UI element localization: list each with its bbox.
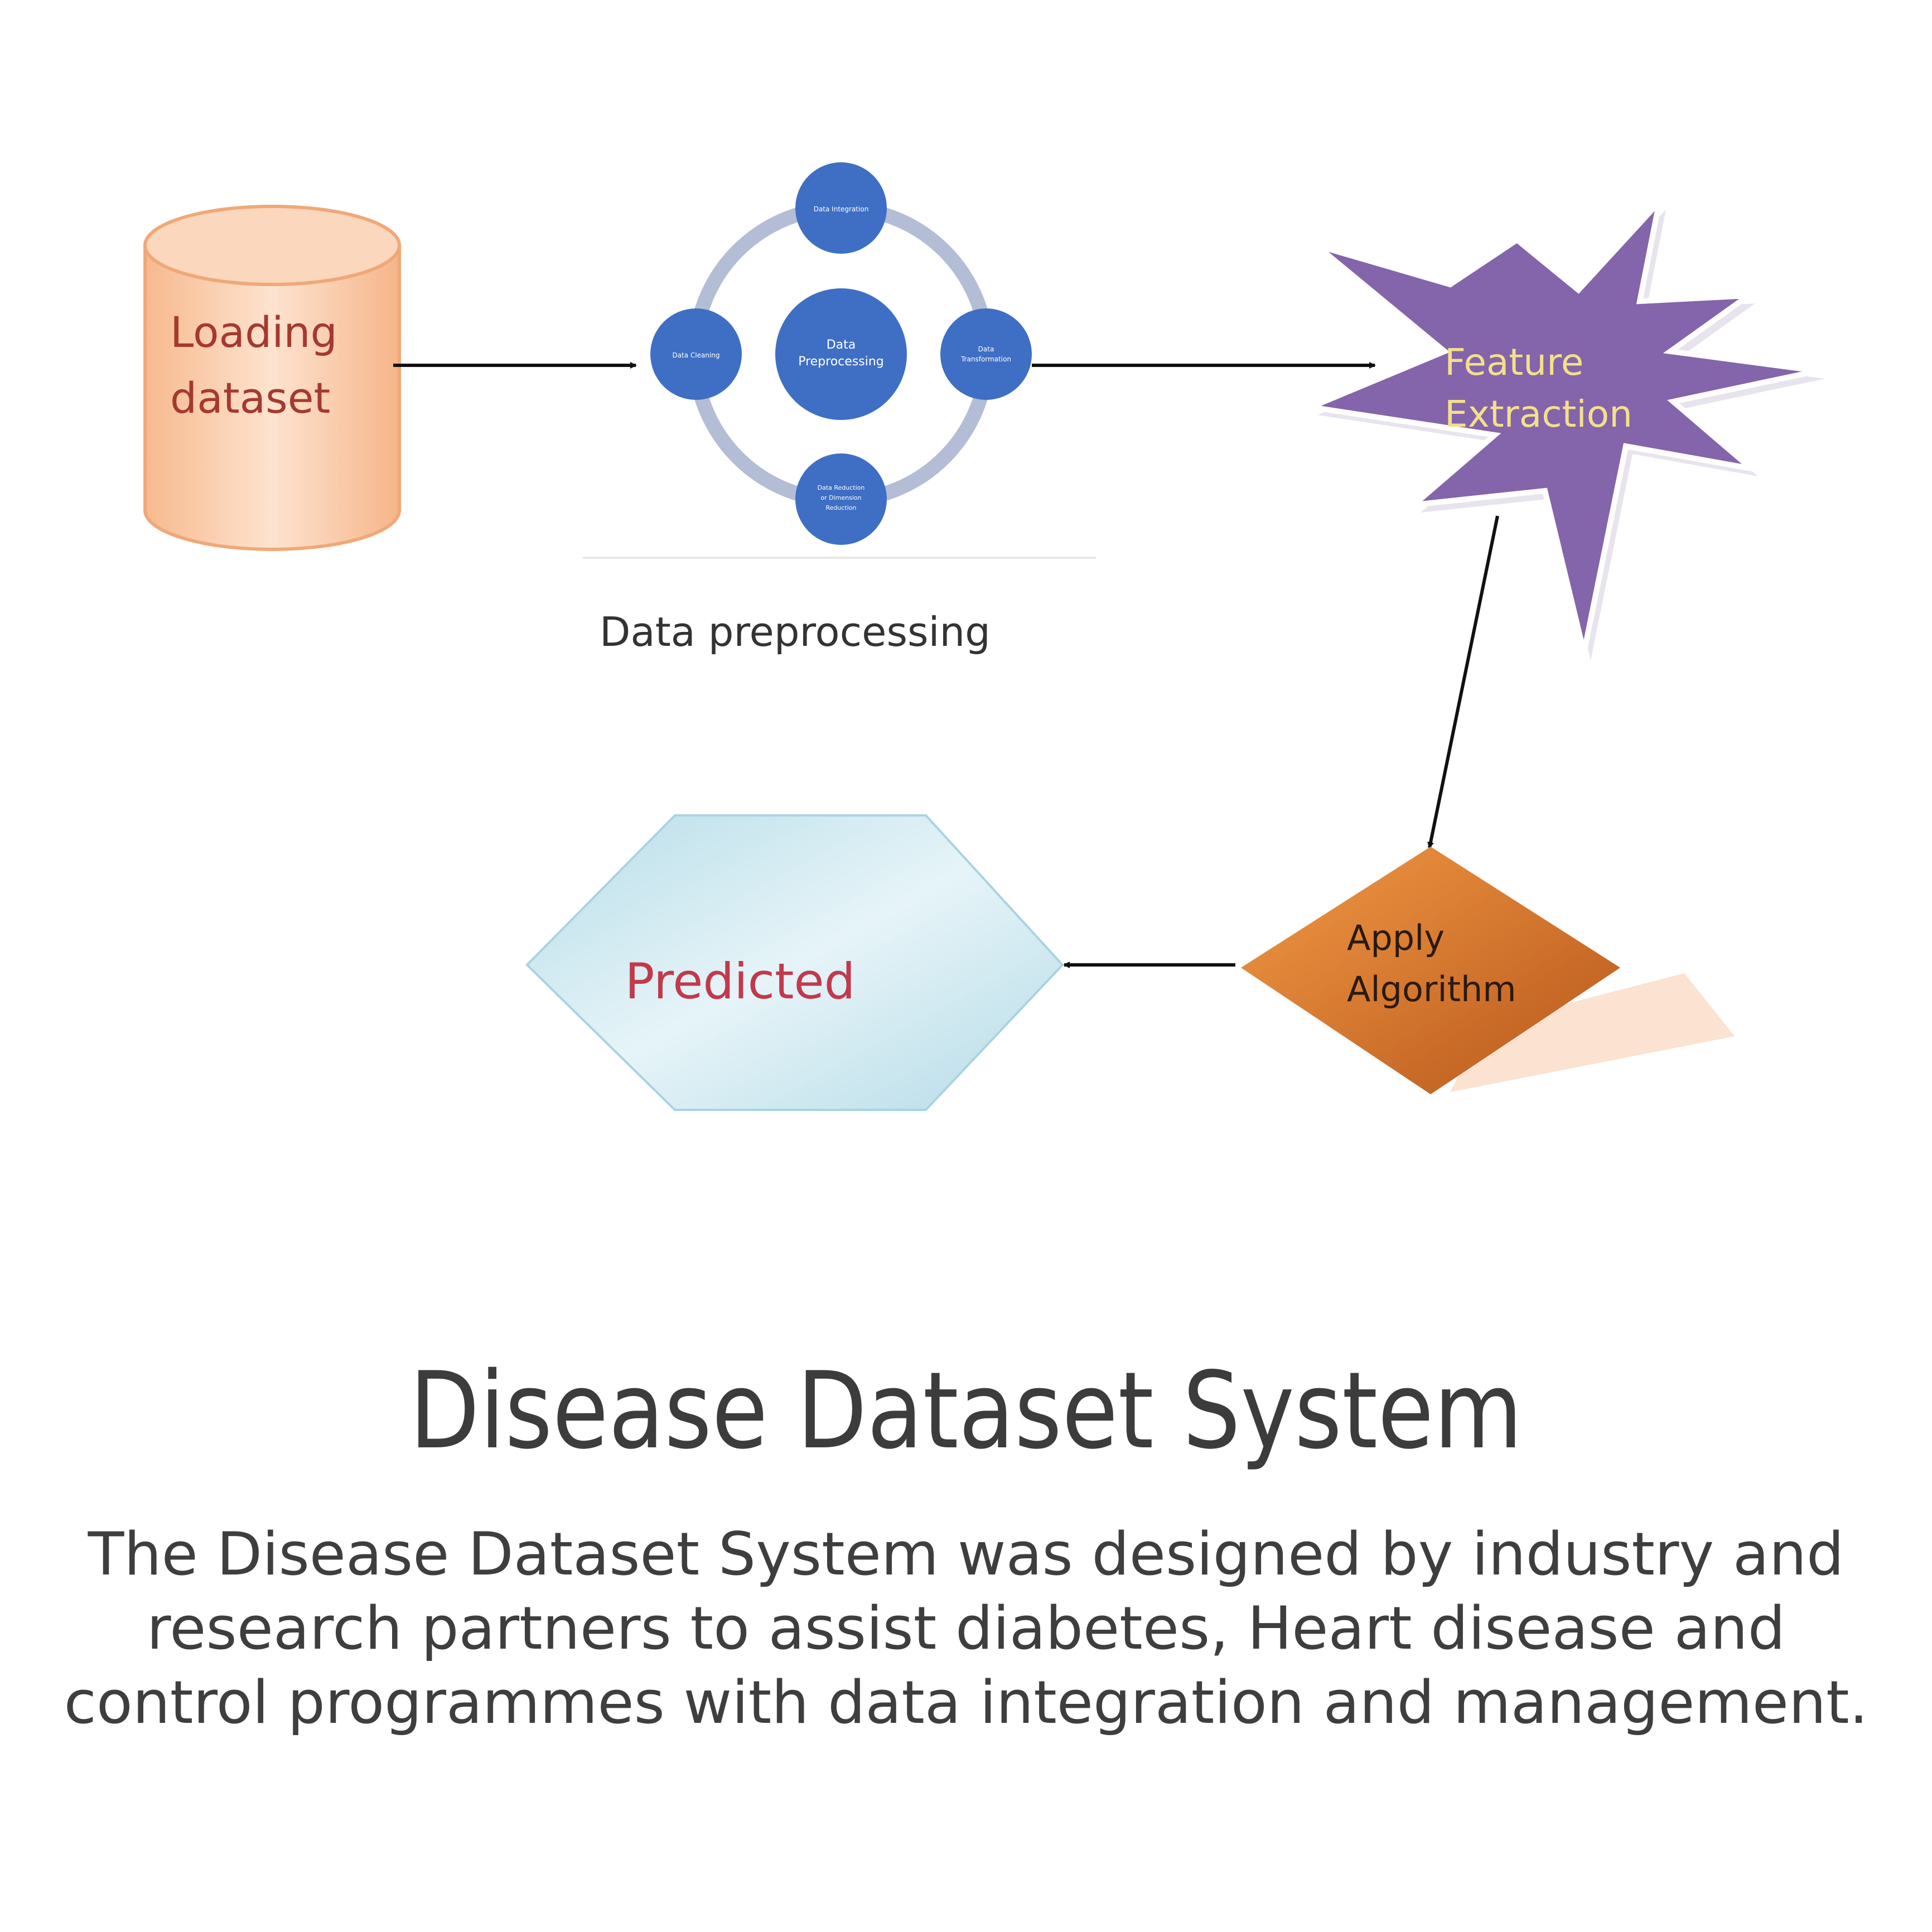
preprocessing-center-label-line1: Data [827, 338, 856, 352]
loading-dataset-node: Loading dataset [143, 205, 401, 551]
preprocessing-top-label: Data Integration [814, 205, 869, 213]
predicted-label: Predicted [625, 953, 855, 1010]
page-title: Disease Dataset System [409, 1349, 1523, 1472]
data-preprocessing-node: Data Preprocessing Data Integration Data… [583, 162, 1096, 655]
preprocessing-bottom-label-line1: Data Reduction [818, 484, 865, 491]
apply-algorithm-label-line1: Apply [1347, 917, 1445, 958]
apply-algorithm-node: Apply Algorithm [1241, 847, 1735, 1094]
preprocessing-right-circle [940, 308, 1032, 400]
feature-extraction-label-line2: Extraction [1445, 393, 1632, 436]
preprocessing-center-label-line2: Preprocessing [798, 355, 884, 369]
preprocessing-caption: Data preprocessing [600, 608, 991, 655]
preprocessing-bottom-circle [795, 453, 887, 545]
predicted-node: Predicted [525, 814, 1064, 1111]
preprocessing-bottom-label-line3: Reduction [826, 504, 857, 511]
apply-algorithm-diamond [1241, 847, 1620, 1094]
apply-algorithm-shadow [1450, 973, 1735, 1092]
feature-extraction-label-line1: Feature [1445, 341, 1583, 384]
preprocessing-center-circle [775, 288, 907, 420]
preprocessing-left-label: Data Cleaning [672, 351, 719, 359]
preprocessing-bottom-label-line2: or Dimension [820, 494, 861, 501]
feature-extraction-node: Feature Extraction [1300, 192, 1825, 660]
page-description: The Disease Dataset System was designed … [64, 1520, 1868, 1737]
preprocessing-left-circle [650, 308, 742, 400]
loading-dataset-label-line1: Loading [170, 307, 337, 357]
loading-dataset-label-line2: dataset [170, 373, 330, 423]
preprocessing-right-label-line1: Data [978, 345, 994, 353]
preprocessing-right-label-line2: Transformation [960, 355, 1011, 363]
apply-algorithm-label-line2: Algorithm [1347, 969, 1516, 1010]
preprocessing-top-circle [795, 162, 887, 254]
arrow-feature-to-algorithm [1427, 515, 1499, 849]
